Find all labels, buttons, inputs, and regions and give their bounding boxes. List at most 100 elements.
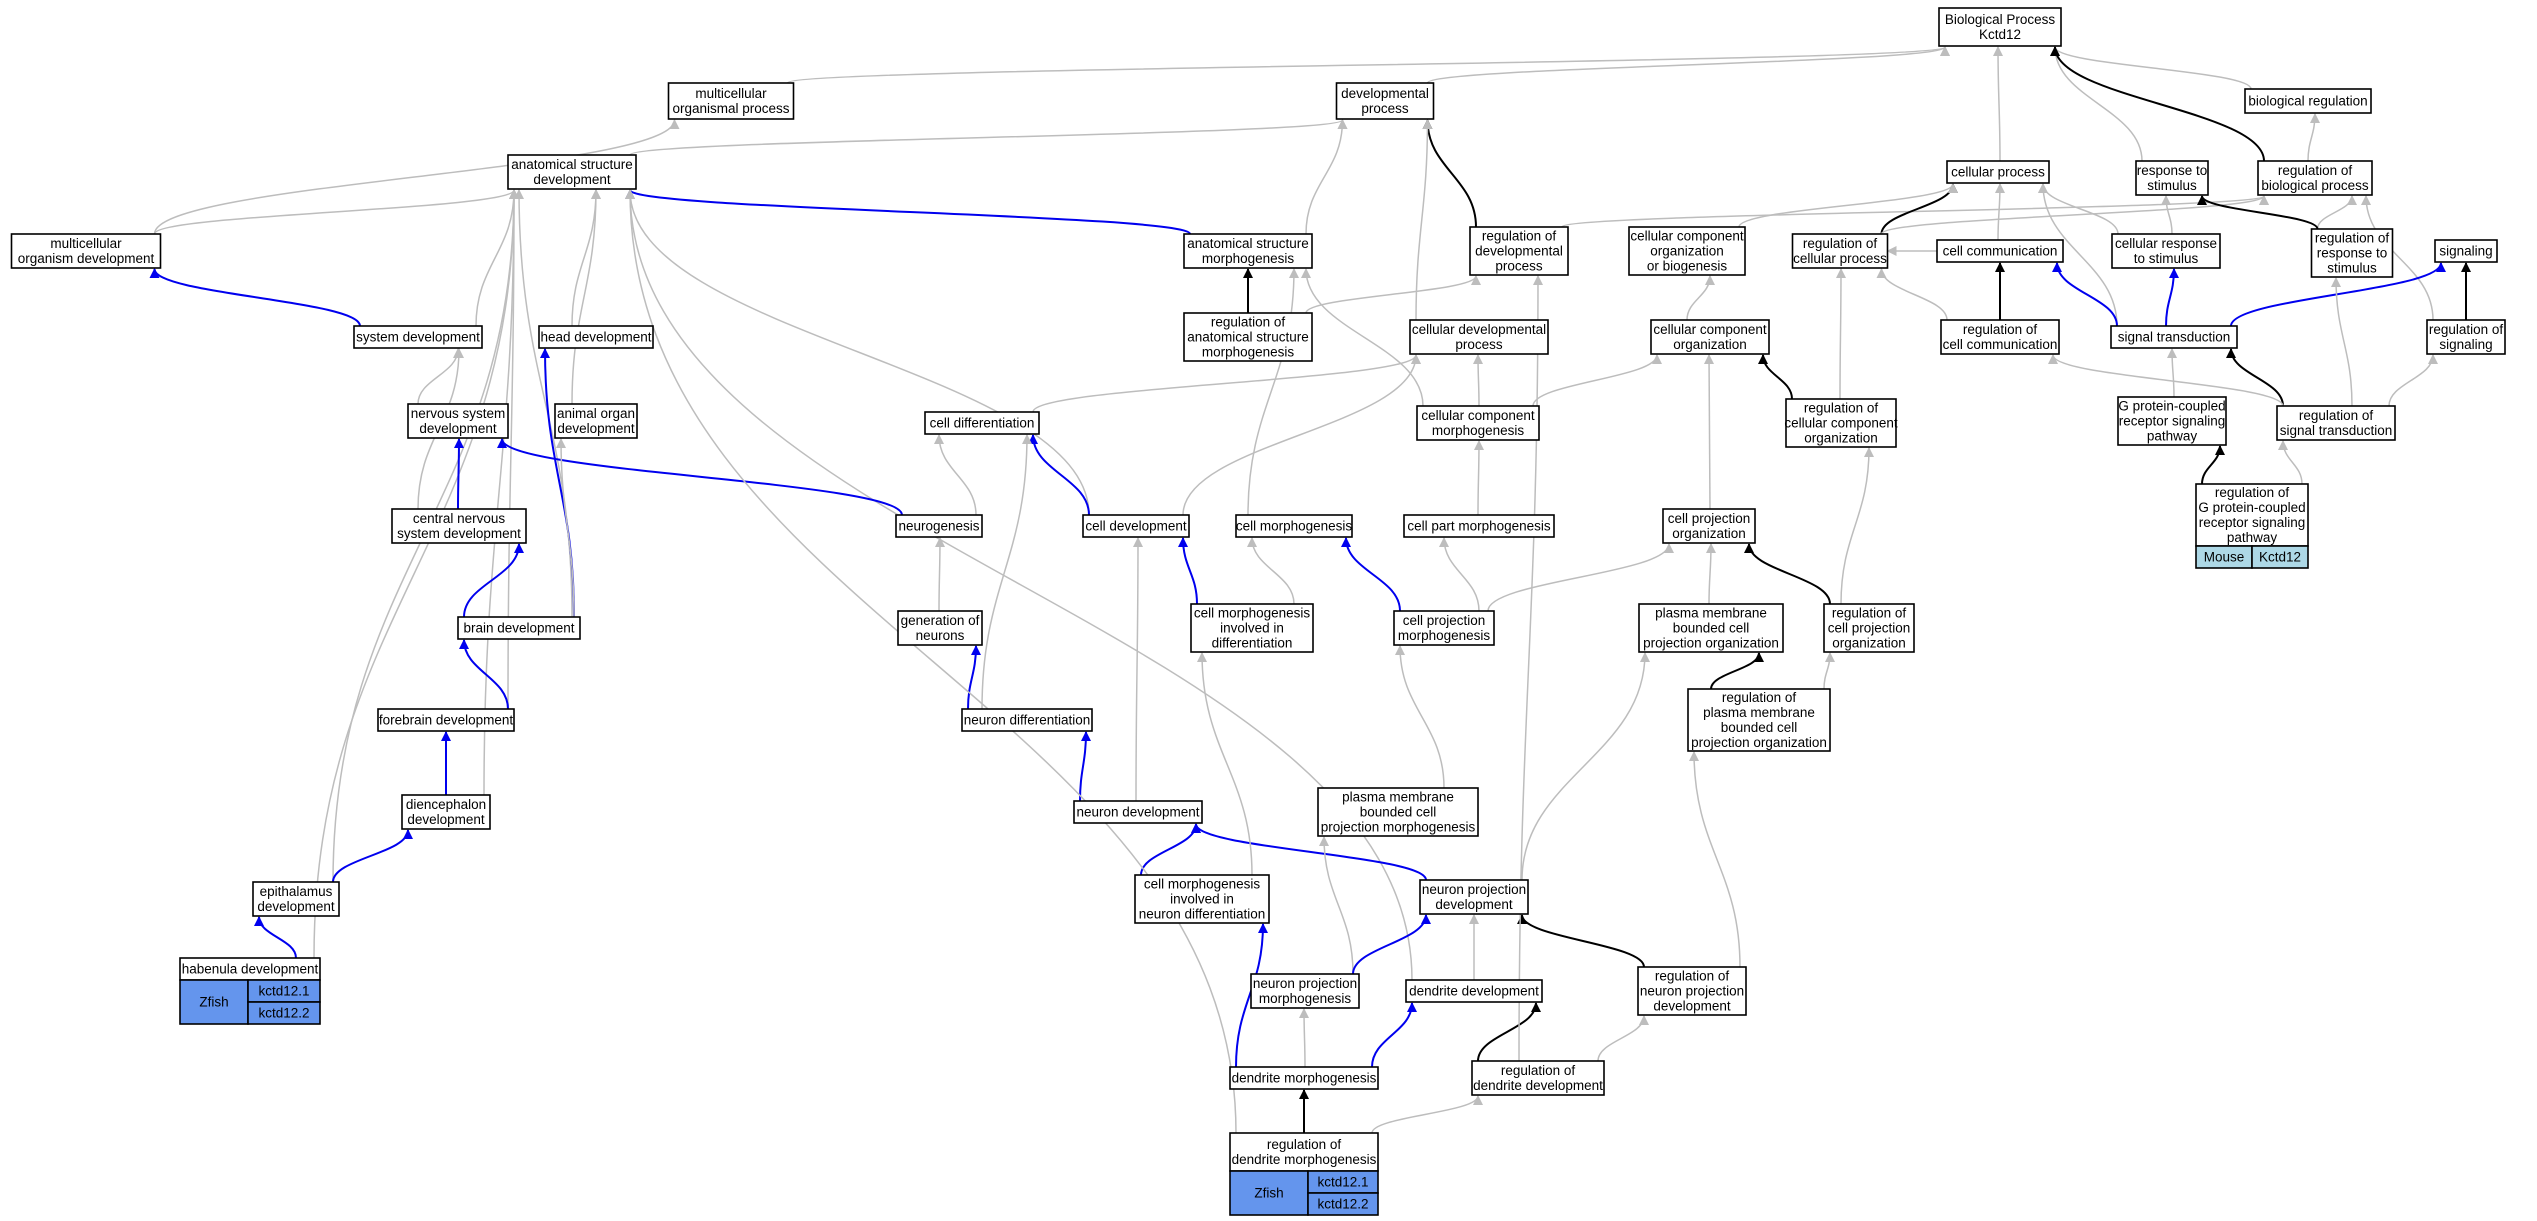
edge-cmind-to-ndev — [1140, 823, 1201, 876]
edge-hab-to-asd — [313, 189, 519, 959]
node-label-line: anatomical structure — [1187, 330, 1309, 345]
go-term-node-neurogenesis[interactable]: neurogenesis — [895, 514, 983, 538]
go-term-node-signal-transduction[interactable]: signal transduction — [2110, 325, 2238, 349]
node-box — [1628, 226, 1746, 276]
go-term-node-brain-development[interactable]: brain development — [457, 616, 581, 640]
go-term-node-cellular-process[interactable]: cellular process — [1946, 160, 2050, 184]
edge-cdp-to-devp — [1415, 119, 1433, 321]
node-label-line: neuron projection — [1422, 882, 1526, 897]
edge-npd-to-ndev — [1191, 823, 1427, 881]
go-term-node-biological-regulation[interactable]: biological regulation — [2244, 88, 2372, 114]
go-term-node-dendrite-morphogenesis[interactable]: dendrite morphogenesis — [1229, 1066, 1379, 1090]
go-term-node-cell-differentiation[interactable]: cell differentiation — [924, 411, 1040, 435]
go-term-node-neuron-differentiation[interactable]: neuron differentiation — [961, 708, 1093, 732]
go-term-node-neuron-development[interactable]: neuron development — [1073, 800, 1203, 824]
edge-mod-to-mop — [153, 119, 680, 235]
edge-cm-to-asm — [1247, 268, 1299, 516]
go-term-node-cell-morphogenesis[interactable]: cell morphogenesis — [1235, 514, 1353, 538]
node-label-line: dendrite development — [1473, 1078, 1603, 1093]
species-label: Zfish — [199, 995, 228, 1010]
node-label-line: development — [419, 421, 497, 436]
go-term-node-cell-development[interactable]: cell development — [1082, 514, 1190, 538]
edges-layer — [149, 46, 2471, 1134]
node-label-line: response to — [2137, 163, 2208, 178]
edge-rgpcr-to-gpcr — [2201, 445, 2225, 485]
node-box — [1235, 514, 1353, 538]
edge-cp-to-bp — [1993, 46, 2004, 162]
go-term-node-cell-part-morphogenesis[interactable]: cell part morphogenesis — [1403, 514, 1555, 538]
node-label-line: process — [1495, 259, 1543, 274]
edge-rdm-to-rdd — [1371, 1095, 1483, 1134]
edge-dm-to-cmind — [1235, 923, 1268, 1068]
node-label-line: projection organization — [1643, 636, 1779, 651]
node-box — [961, 708, 1093, 732]
gene-label: kctd12.2 — [258, 1006, 309, 1021]
edge-neurog-to-nsd — [497, 438, 903, 516]
edge-rnpd-to-npd — [1517, 914, 1645, 968]
go-term-node-signaling[interactable]: signaling — [2434, 239, 2498, 263]
go-term-node-forebrain-development[interactable]: forebrain development — [377, 708, 515, 732]
go-term-node-cell-communication[interactable]: cell communication — [1936, 239, 2064, 263]
go-term-node-dendrite-development[interactable]: dendrite development — [1405, 979, 1543, 1003]
node-label-line: diencephalon — [406, 797, 486, 812]
edge-hab-to-ed — [254, 916, 297, 959]
edge-pmbcpo-to-cpo — [1705, 543, 1716, 605]
go-term-node-system-development[interactable]: system development — [353, 325, 483, 349]
edge-neurog-to-cdiff — [934, 434, 977, 516]
edge-rdd-to-dendd — [1477, 1002, 1541, 1062]
node-box — [1936, 239, 2064, 263]
node-label-line: process — [1455, 337, 1503, 352]
annotated-term-habenula-development[interactable]: habenula developmentZfishkctd12.1kctd12.… — [179, 957, 321, 1025]
node-box — [1393, 610, 1495, 646]
node-label-line: plasma membrane — [1703, 705, 1815, 720]
node-box — [538, 325, 654, 349]
node-label-line: neuron differentiation — [1139, 907, 1266, 922]
edge-asm-to-devp — [1305, 119, 1348, 235]
node-box — [1229, 1066, 1379, 1090]
edge-ccob-to-cp — [1738, 183, 1958, 228]
go-term-node-head-development[interactable]: head development — [538, 325, 654, 349]
